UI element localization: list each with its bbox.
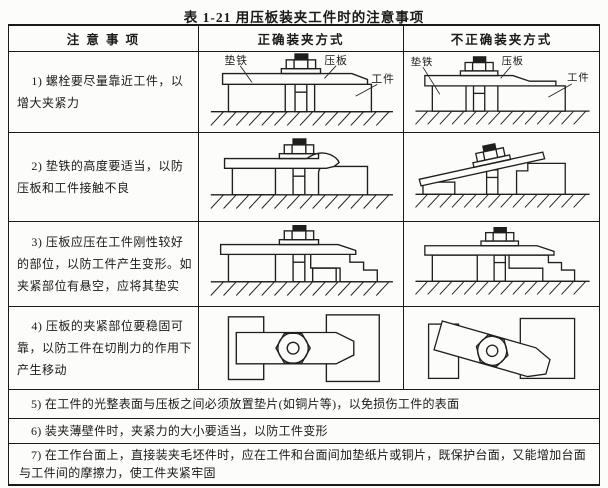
correct-clamping-diagram-1: 垫铁 压板 工件	[210, 53, 395, 126]
spacer-label: 垫铁	[411, 55, 433, 68]
diagram-cell-correct-1: 垫铁 压板 工件	[198, 52, 403, 132]
diagram-cell-incorrect-4	[403, 307, 599, 389]
diagram-cell-incorrect-3	[403, 222, 599, 306]
correct-clamping-diagram-3	[210, 224, 394, 296]
clamping-precautions-table: 注 意 事 项 正确装夹方式 不正确装夹方式 1) 螺栓要尽量靠近工件，以增大夹…	[8, 24, 600, 486]
header-cell-correct-method: 正确装夹方式	[198, 26, 403, 51]
note-cell-2: 2) 垫铁的高度要适当，以防压板和工件接触不良	[9, 133, 198, 221]
plate-label: 压板	[502, 55, 524, 67]
note-cell-3: 3) 压板应压在工件刚性较好的部位，以防工件产生变形。如夹紧部位有悬空，应将其垫…	[9, 222, 198, 306]
note-text-1: 1) 螺栓要尽量靠近工件，以增大夹紧力	[17, 73, 184, 110]
note-cell-1: 1) 螺栓要尽量靠近工件，以增大夹紧力	[9, 52, 198, 132]
diagram-cell-correct-4	[198, 307, 403, 389]
header-cell-precautions: 注 意 事 项	[66, 33, 141, 47]
footnote-row-7: 7) 在工作台面上，直接装夹毛坯件时，应在工件和台面间加垫纸片或铜片，既保护台面…	[9, 444, 599, 484]
footnote-row-5: 5) 在工件的光整表面与压板之间必须放置垫片(如铜片等)，以免损伤工件的表面	[9, 390, 599, 419]
footnote-text-6: 6) 装夹薄壁件时，夹紧力的大小要适当，以防工件变形	[31, 424, 328, 438]
footnote-row-6: 6) 装夹薄壁件时，夹紧力的大小要适当，以防工件变形	[9, 419, 599, 444]
table-title: 表 1-21 用压板装夹工件时的注意事项	[183, 10, 425, 25]
table-row: 1) 螺栓要尽量靠近工件，以增大夹紧力 垫铁 压板	[9, 52, 599, 133]
note-text-4: 4) 压板的夹紧部位要稳固可靠，以防工件在切削力的作用下产生移动	[17, 318, 193, 378]
diagram-cell-correct-2	[198, 133, 403, 221]
workpiece-label: 工件	[371, 73, 395, 85]
incorrect-clamping-diagram-3	[415, 226, 590, 295]
note-text-3: 3) 压板应压在工件刚性较好的部位，以防工件产生变形。如夹紧部位有悬空，应将其垫…	[17, 234, 193, 294]
table-row: 4) 压板的夹紧部位要稳固可靠，以防工件在切削力的作用下产生移动	[9, 307, 599, 390]
note-text-2: 2) 垫铁的高度要适当，以防压板和工件接触不良	[17, 158, 184, 195]
footnote-text-5: 5) 在工件的光整表面与压板之间必须放置垫片(如铜片等)，以免损伤工件的表面	[31, 397, 460, 411]
workpiece-label: 工件	[567, 72, 589, 84]
correct-clamping-diagram-2	[210, 138, 394, 209]
incorrect-clamping-diagram-4	[427, 317, 576, 379]
correct-clamping-diagram-4	[227, 314, 381, 382]
plate-label: 压板	[324, 54, 348, 67]
diagram-cell-correct-3	[198, 222, 403, 306]
table-header-row: 注 意 事 项 正确装夹方式 不正确装夹方式	[9, 26, 599, 52]
table-row: 2) 垫铁的高度要适当，以防压板和工件接触不良	[9, 133, 599, 222]
diagram-cell-incorrect-1: 垫铁 压板 工件	[403, 52, 599, 132]
incorrect-clamping-diagram-1: 垫铁 压板 工件	[411, 55, 590, 125]
header-cell-incorrect-method: 不正确装夹方式	[403, 26, 599, 51]
incorrect-clamping-diagram-2	[415, 142, 590, 208]
footnote-text-7: 7) 在工作台面上，直接装夹毛坯件时，应在工件和台面间加垫纸片或铜片，既保护台面…	[19, 448, 587, 480]
spacer-label: 垫铁	[225, 54, 249, 67]
diagram-cell-incorrect-2	[403, 133, 599, 221]
table-row: 3) 压板应压在工件刚性较好的部位，以防工件产生变形。如夹紧部位有悬空，应将其垫…	[9, 222, 599, 307]
note-cell-4: 4) 压板的夹紧部位要稳固可靠，以防工件在切削力的作用下产生移动	[9, 307, 198, 389]
